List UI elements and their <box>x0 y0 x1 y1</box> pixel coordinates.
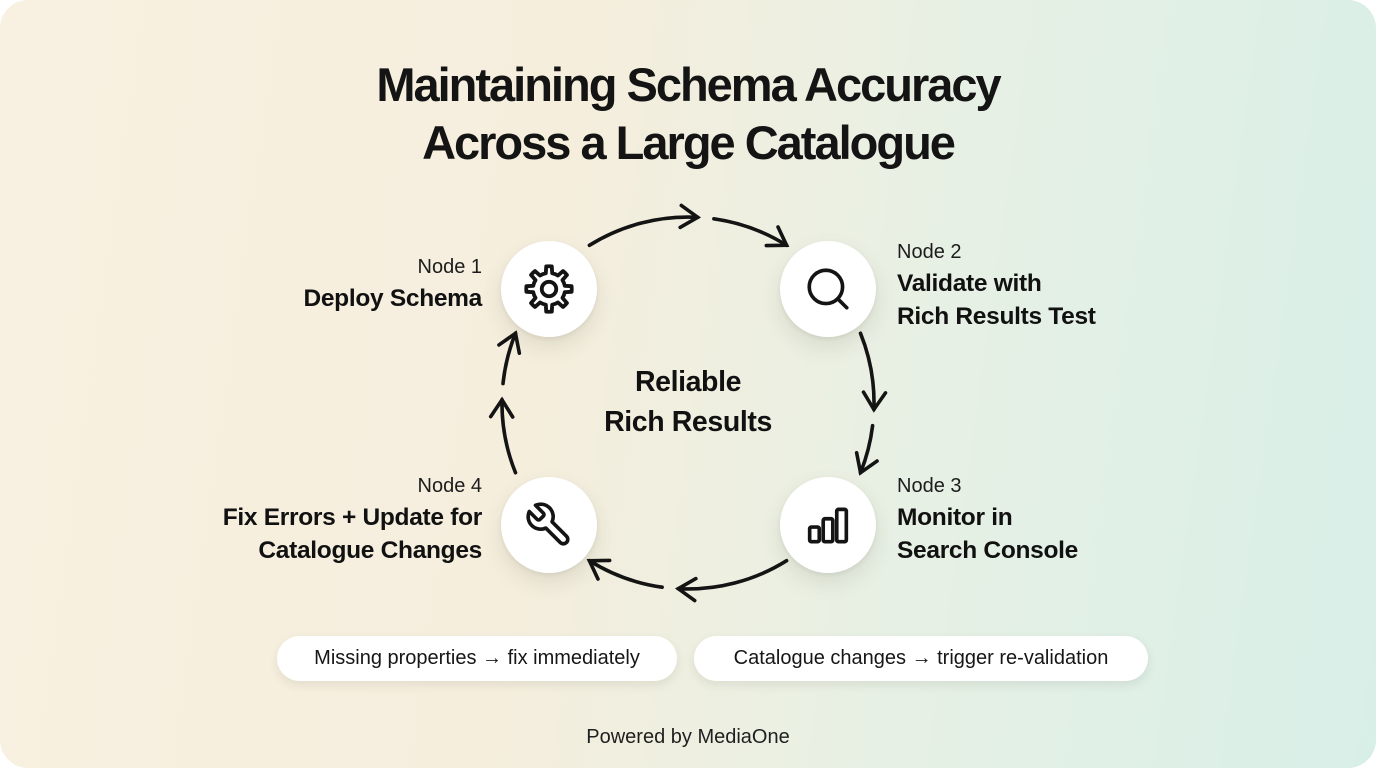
cycle-center-line-2: Rich Results <box>604 406 772 438</box>
node-1-text: Node 1 Deploy Schema <box>303 252 482 315</box>
arrow-right-2 <box>854 423 879 476</box>
badge-catalogue-changes-text: Catalogue changes → trigger re-validatio… <box>733 647 1109 669</box>
node-4-text: Node 4 Fix Errors + Update for Catalogue… <box>222 471 483 567</box>
node-3-title-line-1: Monitor in <box>897 504 1013 531</box>
badge-missing-properties: Missing properties → fix immediately <box>277 636 677 681</box>
cycle-center-label: Reliable Rich Results <box>488 362 888 442</box>
node-4-title-line-1: Fix Errors + Update for <box>222 504 483 531</box>
badge-catalogue-changes: Catalogue changes → trigger re-validatio… <box>694 636 1148 681</box>
page-title-line-2: Across a Large Catalogue <box>422 115 956 169</box>
node-3-label: Node 3 <box>897 475 962 497</box>
node-3-circle <box>780 477 876 573</box>
node-1-title-line-1: Deploy Schema <box>303 285 482 312</box>
arrow-left-1 <box>488 396 518 475</box>
gear-icon <box>524 264 574 314</box>
arrow-left-2 <box>497 330 522 386</box>
page-title: Maintaining Schema Accuracy Across a Lar… <box>0 56 1376 172</box>
node-2-circle <box>780 241 876 337</box>
node-4-title-line-2: Catalogue Changes <box>258 537 482 564</box>
wrench-icon <box>526 502 570 546</box>
node-4-label: Node 4 <box>417 475 483 497</box>
arrow-top-1 <box>587 203 702 248</box>
node-2-title-line-1: Validate with <box>897 270 1042 297</box>
node-2-text: Node 2 Validate with Rich Results Test <box>897 237 1096 333</box>
footer-credit: Powered by MediaOne <box>586 726 790 748</box>
arrow-top-2 <box>712 217 790 248</box>
bar-chart-icon <box>807 507 849 544</box>
node-3-text: Node 3 Monitor in Search Console <box>897 471 1078 567</box>
node-1-label: Node 1 <box>417 256 483 278</box>
arrow-bottom-1 <box>674 558 789 603</box>
node-2-label: Node 2 <box>897 241 962 263</box>
cycle-center-line-1: Reliable <box>634 366 742 398</box>
arrow-bottom-2 <box>586 558 664 589</box>
node-4-circle <box>501 477 597 573</box>
page-title-line-1: Maintaining Schema Accuracy <box>376 58 1001 111</box>
node-1-circle <box>501 241 597 337</box>
search-icon <box>807 268 849 310</box>
node-2-title-line-2: Rich Results Test <box>897 303 1096 330</box>
arrow-right-1 <box>858 331 888 413</box>
badge-missing-properties-text: Missing properties → fix immediately <box>314 647 640 669</box>
node-3-title-line-2: Search Console <box>897 537 1078 564</box>
